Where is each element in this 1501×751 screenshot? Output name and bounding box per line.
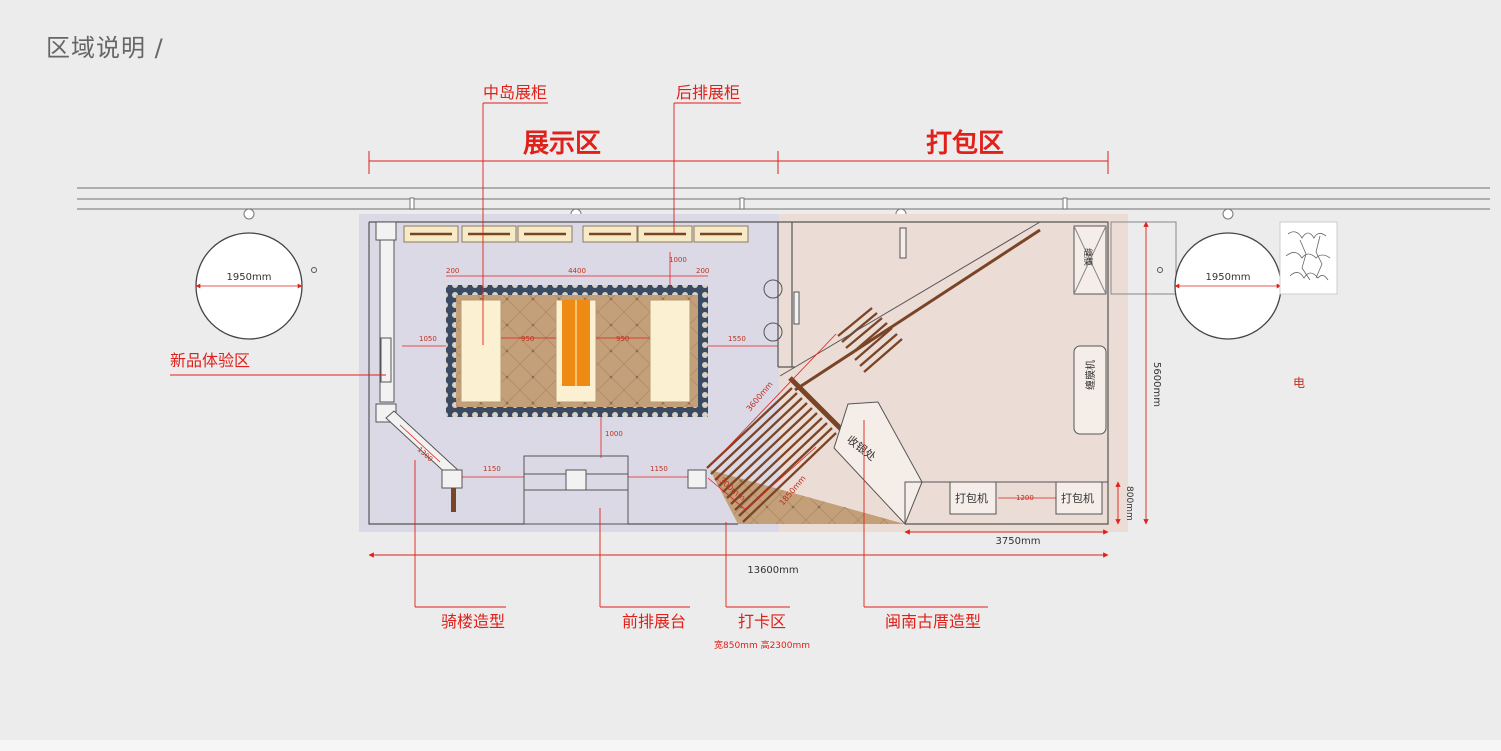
dim-island-950-b: 950: [616, 335, 629, 343]
callout-leaders: [170, 102, 988, 608]
back-cabinets: [403, 225, 749, 243]
bottom-strip: [0, 740, 1501, 751]
center-island: [446, 285, 708, 417]
column-left: [195, 232, 303, 340]
plant-icon: [1279, 221, 1338, 295]
dim-height-800: 800mm: [1124, 486, 1134, 521]
dim-island-950-a: 950: [521, 335, 534, 343]
packer-1-label: 打包机: [955, 491, 988, 505]
packer-2-label: 打包机: [1061, 491, 1094, 505]
callout-checkin-size: 宽850mm 高2300mm: [714, 639, 810, 651]
dim-island-4400: 4400: [568, 267, 586, 275]
callout-front-stand: 前排展台: [622, 612, 686, 631]
callout-arcade: 骑楼造型: [441, 612, 505, 631]
dim-island-1000-top: 1000: [669, 256, 687, 264]
zone-label-packing: 打包区: [926, 128, 1004, 159]
dim-pack-3750: 3750mm: [996, 536, 1041, 547]
rail-lines: [77, 187, 1490, 220]
callout-minnan-eave: 闽南古厝造型: [885, 612, 981, 631]
page-title: 区域说明 /: [46, 34, 164, 62]
machine-top-label: 缠膜: [1082, 248, 1094, 266]
callout-checkin: 打卡区: [738, 612, 786, 631]
callout-new-product: 新品体验区: [170, 351, 250, 370]
wrap-machine-label: 缠膜机: [1084, 360, 1097, 390]
dim-front-1150-b: 1150: [650, 465, 668, 473]
dim-island-200-left: 200: [446, 267, 459, 275]
dim-island-1550: 1550: [728, 335, 746, 343]
front-stand: [523, 455, 629, 525]
dim-island-1050: 1050: [419, 335, 437, 343]
dim-packer-gap-1200: 1200: [1016, 494, 1034, 502]
dim-height-5600: 5600mm: [1151, 362, 1162, 407]
column-right: [1174, 232, 1282, 340]
doors: [311, 267, 1163, 342]
arcade-structure: [385, 410, 707, 512]
dim-island-1000-bottom: 1000: [605, 430, 623, 438]
dim-col-left: 1950mm: [227, 272, 272, 283]
callout-back-cabinet: 后排展柜: [676, 83, 740, 102]
zone-label-display: 展示区: [523, 129, 601, 159]
dim-front-1150-a: 1150: [483, 465, 501, 473]
callout-center-island: 中岛展柜: [483, 83, 547, 102]
dim-col-right: 1950mm: [1206, 272, 1251, 283]
zone-brackets: [368, 151, 1109, 174]
checkin-structure: [706, 221, 1041, 525]
dim-island-200-right: 200: [696, 267, 709, 275]
packing-equipment: [899, 225, 1109, 525]
power-label: 电: [1293, 376, 1305, 390]
island-dimension-lines: [402, 252, 778, 458]
dim-total-13600: 13600mm: [747, 565, 798, 576]
